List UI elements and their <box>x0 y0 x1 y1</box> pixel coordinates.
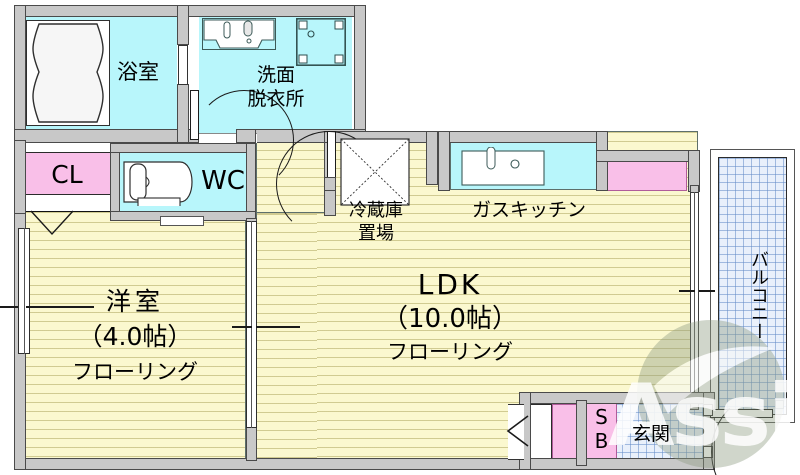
label-bedroom-line3: フローリング <box>72 360 198 384</box>
refrigerator-space-icon <box>340 138 410 206</box>
hallway-door-jamb-lower <box>324 177 336 191</box>
wall-kitchen-left <box>438 131 450 191</box>
wall-exterior-left-upper <box>14 5 26 140</box>
wall-exterior-right-upper <box>596 150 700 162</box>
wall-exterior-top <box>14 5 366 17</box>
bedroom-window-mullion <box>24 228 25 354</box>
dimension-tick-right-a <box>679 290 695 292</box>
washroom-door-threshold <box>199 133 257 143</box>
label-kitchen: ガスキッチン <box>471 199 586 221</box>
label-ldk-line1: LDK <box>417 268 483 301</box>
dimension-tick-right-b <box>699 290 715 292</box>
wall-wetzone-right <box>354 5 366 140</box>
label-bedroom-line2: （4.0帖） <box>77 322 193 351</box>
wall-wc-left <box>110 143 120 221</box>
dimension-tick-mid-b <box>256 326 300 328</box>
room-balcony-floor <box>718 157 787 415</box>
bathtub-shape-icon <box>32 23 104 123</box>
wall-exterior-bottom <box>14 458 714 470</box>
label-bathroom: 浴室 <box>117 60 159 84</box>
label-washroom-line2: 脱衣所 <box>247 88 305 110</box>
wall-bath-washroom-lower <box>177 84 189 143</box>
balcony-sliding-window-mullion <box>694 192 695 400</box>
dimension-tick-left-a <box>0 306 18 308</box>
label-washroom-line1: 洗面 <box>256 64 295 86</box>
bedroom-sliding-door-mullion <box>251 221 252 428</box>
label-bedroom-line1: 洋室 <box>105 287 164 316</box>
gas-burner-icon <box>510 159 520 169</box>
closet-upper-right <box>605 160 687 191</box>
label-fridge-line1: 冷蔵庫 <box>349 200 403 221</box>
wall-entrance-divider <box>576 400 587 466</box>
label-ldk-line3: フローリング <box>387 340 513 364</box>
wall-kitchen-top <box>438 131 608 143</box>
room-entrance-floor <box>598 404 715 466</box>
dimension-tick-left-b <box>26 306 94 308</box>
label-toilet: WC <box>201 166 245 196</box>
entrance-step-arrow-icon <box>506 415 529 447</box>
bathroom-door-leaf[interactable] <box>178 45 188 85</box>
label-balcony: バルコニー <box>748 250 769 340</box>
vanity-basin-icon <box>203 19 275 49</box>
room-bedroom-floor <box>22 212 246 460</box>
label-entrance: 玄関 <box>631 423 670 445</box>
label-closet: CL <box>51 160 83 189</box>
wall-corridor-left <box>14 140 26 216</box>
hallway-door-swing-arc <box>276 131 382 237</box>
entrance-step-edge <box>508 404 524 460</box>
washing-machine-pan-icon <box>296 18 346 66</box>
wall-fridge-right <box>426 131 438 185</box>
label-ldk-line2: （10.0帖） <box>382 304 518 334</box>
front-door-jamb-top <box>703 404 713 416</box>
washroom-door-swing-arc <box>194 90 294 190</box>
assist-logo-watermark <box>636 320 785 468</box>
room-ldk-left-strip <box>257 214 317 459</box>
closet-folding-door-icon <box>30 210 74 236</box>
toilet-bowl-icon <box>123 161 193 206</box>
label-shoebox-line2: B <box>594 429 609 453</box>
wall-bath-washroom <box>177 5 189 45</box>
wall-wetzone-bottom <box>14 129 199 143</box>
dimension-tick-mid-a <box>232 326 252 328</box>
kitchen-sink-icon <box>461 147 545 186</box>
washroom-door-jamb <box>236 129 256 143</box>
closet-entrance-left <box>552 404 579 466</box>
label-shoebox-line1: S <box>595 405 608 429</box>
vanity-cabinet <box>202 18 276 50</box>
wc-door-opening[interactable] <box>160 216 204 226</box>
label-fridge-line2: 置場 <box>358 223 394 244</box>
